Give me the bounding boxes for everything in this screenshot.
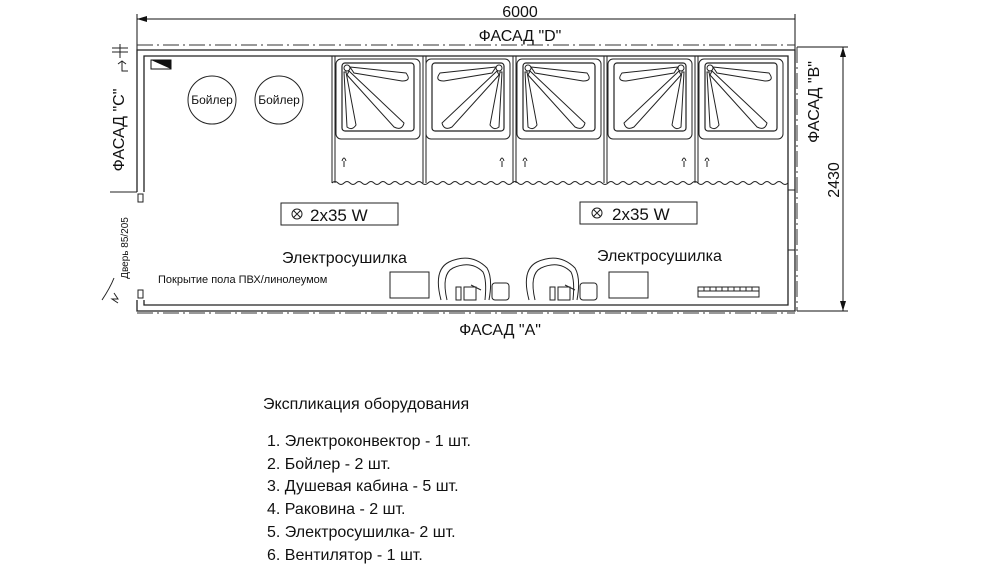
electric-dryer xyxy=(389,271,430,299)
svg-text:Бойлер: Бойлер xyxy=(191,93,233,107)
shower-cabin xyxy=(607,58,693,168)
door-label: Дверь 85/205 xyxy=(120,217,131,279)
facade-b-label: ФАСАД "B" xyxy=(806,61,823,143)
shower-cabin xyxy=(698,58,784,168)
dimension-height: 2430 xyxy=(797,46,848,312)
facade-a-label: ФАСАД "A" xyxy=(459,322,541,339)
legend-item: 1. Электроконвектор - 1 шт. xyxy=(267,432,471,450)
dryer-label: Электросушилка xyxy=(282,250,407,267)
svg-text:2x35 W: 2x35 W xyxy=(612,205,670,224)
legend-item: 2. Бойлер - 2 шт. xyxy=(267,455,391,473)
facade-d-label: ФАСАД "D" xyxy=(479,28,562,45)
light-fixture: 2x35 W xyxy=(579,201,698,225)
shower-cabin xyxy=(425,58,511,168)
electric-convector xyxy=(697,286,760,298)
equipment-legend: Экспликация оборудования 1. Электроконве… xyxy=(263,394,471,568)
door[interactable]: Дверь 85/205 xyxy=(101,44,131,304)
legend-item: 6. Вентилятор - 1 шт. xyxy=(267,546,423,564)
svg-text:2x35 W: 2x35 W xyxy=(310,206,368,225)
light-fixture: 2x35 W xyxy=(280,202,399,226)
sink xyxy=(437,257,510,301)
legend-title: Экспликация оборудования xyxy=(263,396,470,413)
boiler: Бойлер xyxy=(187,75,237,125)
facade-c-label: ФАСАД "C" xyxy=(111,89,128,172)
ventilator-icon xyxy=(150,59,172,70)
floor-note: Покрытие пола ПВХ/линолеумом xyxy=(158,274,327,286)
dryer-label: Электросушилка xyxy=(597,248,722,265)
legend-item: 4. Раковина - 2 шт. xyxy=(267,501,406,519)
dimension-width: 6000 xyxy=(136,4,796,50)
facade-axis-lines xyxy=(137,44,798,314)
electric-dryer xyxy=(608,271,649,299)
boiler: Бойлер xyxy=(254,75,304,125)
shower-cabin xyxy=(516,58,602,168)
legend-item: 3. Душевая кабина - 5 шт. xyxy=(267,478,459,496)
svg-text:Бойлер: Бойлер xyxy=(258,93,300,107)
width-label: 6000 xyxy=(502,4,538,21)
height-label: 2430 xyxy=(826,162,843,198)
shower-cabins xyxy=(331,56,789,185)
shower-cabin xyxy=(335,58,421,168)
sink xyxy=(525,257,598,301)
walls xyxy=(110,49,796,312)
legend-item: 5. Электросушилка- 2 шт. xyxy=(267,523,456,541)
